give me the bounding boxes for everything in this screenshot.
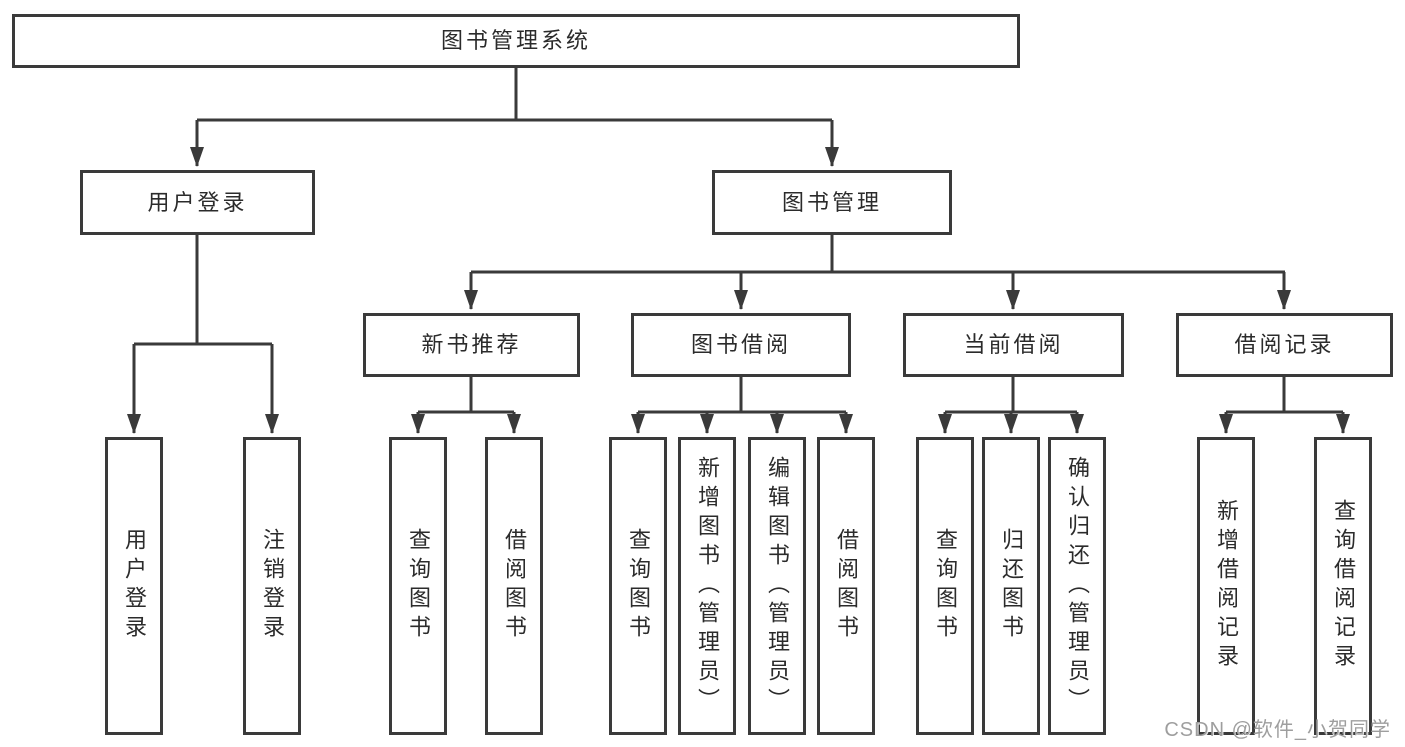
node-label: 用户登录	[147, 189, 248, 215]
node-label: 图书管理	[781, 189, 882, 215]
node-user-login: 用户登录	[80, 170, 315, 235]
node-label: 用户登录	[122, 528, 147, 644]
node-book-management: 图书管理	[712, 170, 952, 235]
node-rec-borrow-books: 借阅图书	[485, 437, 543, 735]
node-library-management-system: 图书管理系统	[12, 14, 1020, 68]
node-label: 归还图书	[999, 528, 1024, 644]
node-label: 借阅记录	[1234, 332, 1335, 357]
csdn-watermark: CSDN @软件_小贺同学	[1164, 719, 1391, 741]
node-label: 当前借阅	[963, 332, 1064, 357]
node-rec-query-books: 查询图书	[389, 437, 447, 735]
node-records-query-record: 查询借阅记录	[1314, 437, 1372, 735]
node-label: 查询图书	[933, 528, 958, 644]
node-label: 查询图书	[406, 528, 431, 644]
node-label: 查询图书	[626, 528, 651, 644]
node-borrow-edit-books-admin: 编辑图书（管理员）	[748, 437, 806, 735]
node-label: 借阅图书	[834, 528, 859, 644]
node-label: 编辑图书（管理员）	[765, 455, 790, 717]
node-label: 图书借阅	[690, 332, 791, 357]
node-label: 新增借阅记录	[1214, 499, 1239, 673]
node-borrow-query-books: 查询图书	[609, 437, 667, 735]
node-borrowing-records: 借阅记录	[1176, 313, 1393, 377]
node-label: 借阅图书	[502, 528, 527, 644]
node-book-borrowing: 图书借阅	[631, 313, 851, 377]
node-new-book-recommendation: 新书推荐	[363, 313, 580, 377]
node-current-return-books: 归还图书	[982, 437, 1040, 735]
node-label: 注销登录	[260, 528, 285, 644]
node-user-login-action: 用户登录	[105, 437, 163, 735]
node-current-confirm-return-admin: 确认归还（管理员）	[1048, 437, 1106, 735]
node-label: 新书推荐	[421, 332, 522, 357]
node-borrow-borrow-books: 借阅图书	[817, 437, 875, 735]
node-logout-action: 注销登录	[243, 437, 301, 735]
node-label: 新增图书（管理员）	[695, 455, 720, 717]
node-borrow-add-books-admin: 新增图书（管理员）	[678, 437, 736, 735]
node-label: 确认归还（管理员）	[1065, 455, 1090, 717]
node-current-query-books: 查询图书	[916, 437, 974, 735]
node-records-add-record: 新增借阅记录	[1197, 437, 1255, 735]
node-label: 图书管理系统	[440, 28, 591, 53]
node-current-borrowing: 当前借阅	[903, 313, 1124, 377]
node-label: 查询借阅记录	[1331, 499, 1356, 673]
